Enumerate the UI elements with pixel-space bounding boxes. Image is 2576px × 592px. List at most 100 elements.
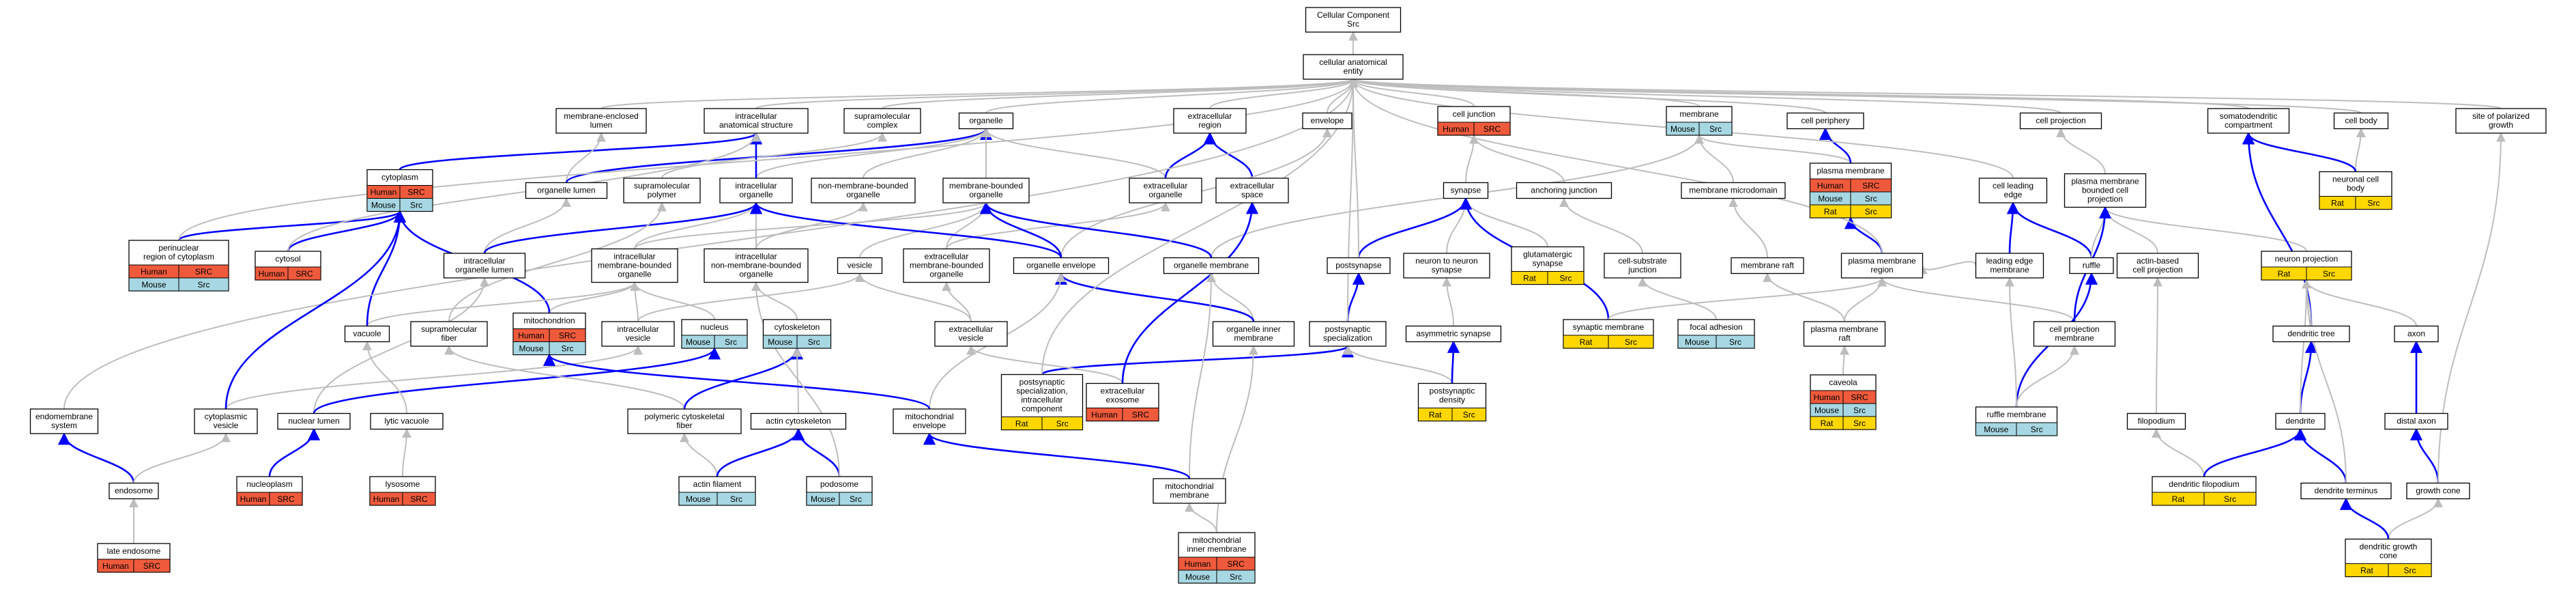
node-cell-body[interactable]: cell body (2333, 112, 2389, 130)
node-postsynapse[interactable]: postsynapse (1327, 257, 1391, 274)
node-cell-projection[interactable]: cell projection (2019, 112, 2102, 130)
node-cell-periphery[interactable]: cell periphery (1786, 112, 1864, 130)
node-organelle[interactable]: organelle (958, 112, 1014, 130)
node-vesicle[interactable]: vesicle (837, 257, 883, 274)
species-label: Rat (2278, 269, 2291, 279)
node-membrane-raft[interactable]: membrane raft (1731, 257, 1804, 274)
node-organelle-envelope[interactable]: organelle envelope (1013, 257, 1110, 274)
species-label: Rat (2172, 494, 2185, 504)
source-label: Src (1853, 419, 1866, 428)
node-label: envelope (1311, 116, 1344, 126)
node-dendrite-terminus[interactable]: dendrite terminus (2300, 482, 2392, 500)
node-synapse[interactable]: synapse (1443, 182, 1489, 199)
node-postsynaptic-specialization-intracellular-component[interactable]: postsynapticspecialization,intracellular… (1000, 373, 1084, 431)
node-membrane-microdomain[interactable]: membrane microdomain (1681, 182, 1786, 199)
node-ruffle[interactable]: ruffle (2069, 257, 2114, 274)
node-nuclear-lumen[interactable]: nuclear lumen (277, 412, 351, 430)
node-dendrite[interactable]: dendrite (2275, 412, 2326, 430)
node-organelle-membrane[interactable]: organelle membrane (1163, 257, 1260, 274)
source-label: SRC (143, 561, 161, 571)
node-distal-axon[interactable]: distal axon (2384, 412, 2448, 430)
node-vacuole[interactable]: vacuole (344, 325, 390, 343)
node-anchoring-junction[interactable]: anchoring junction (1516, 182, 1612, 199)
node-growth-cone[interactable]: growth cone (2406, 482, 2470, 500)
node-filopodium[interactable]: filopodium (2126, 412, 2186, 430)
node-endosome[interactable]: endosome (108, 482, 159, 500)
node-asymmetric-synapse[interactable]: asymmetric synapse (1405, 325, 1502, 343)
node-envelope[interactable]: envelope (1302, 112, 1352, 130)
node-lytic-vacuole[interactable]: lytic vacuole (370, 412, 444, 430)
node-intracellular-non-membrane-bounded-organelle[interactable]: intracellularnon-membrane-boundedorganel… (704, 248, 809, 283)
node-actin-cytoskeleton[interactable]: actin cytoskeleton (750, 412, 847, 430)
node-dendritic-tree[interactable]: dendritic tree (2272, 325, 2350, 343)
node-label: cell-substrate (1618, 256, 1667, 266)
node-label: entity (1344, 66, 1363, 76)
node-organelle-lumen[interactable]: organelle lumen (525, 182, 608, 199)
node-axon[interactable]: axon (2394, 325, 2439, 343)
node-label: membrane raft (1741, 261, 1795, 270)
